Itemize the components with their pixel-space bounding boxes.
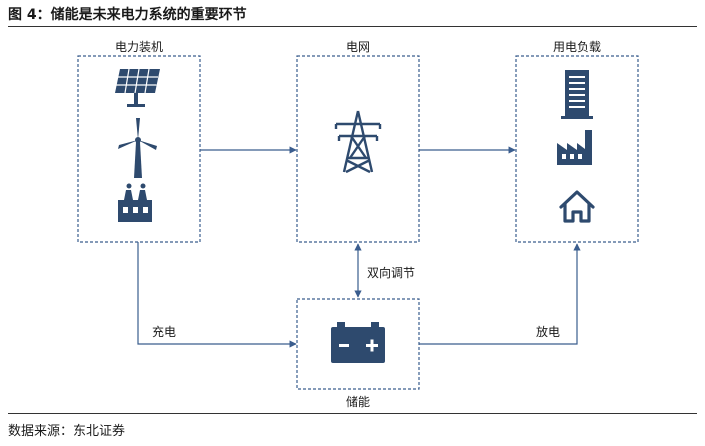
transmission-tower-icon — [334, 110, 382, 174]
factory-icon — [557, 130, 592, 165]
power-plant-icon — [118, 183, 152, 222]
figure-source: 数据来源：东北证券 — [8, 424, 126, 439]
charge-label: 充电 — [152, 325, 177, 339]
bidirectional-label: 双向调节 — [367, 266, 416, 280]
generation-box — [77, 55, 201, 243]
discharge-label: 放电 — [536, 325, 561, 339]
top-rule — [8, 26, 697, 27]
grid-label: 电网 — [345, 40, 371, 54]
solar-panel-icon — [115, 68, 160, 107]
arrow-discharge — [419, 243, 581, 345]
office-building-icon — [561, 70, 593, 119]
load-label: 用电负载 — [552, 40, 602, 54]
generation-label: 电力装机 — [114, 40, 164, 54]
grid-box — [296, 55, 420, 243]
arrow-charge — [137, 242, 297, 348]
battery-icon — [331, 322, 385, 363]
wind-turbine-icon — [118, 118, 157, 178]
storage-label: 储能 — [345, 395, 371, 409]
house-icon — [559, 190, 595, 223]
bottom-rule — [8, 413, 697, 414]
figure-title: 图 4：储能是未来电力系统的重要环节 — [8, 7, 247, 23]
load-box — [515, 55, 639, 243]
